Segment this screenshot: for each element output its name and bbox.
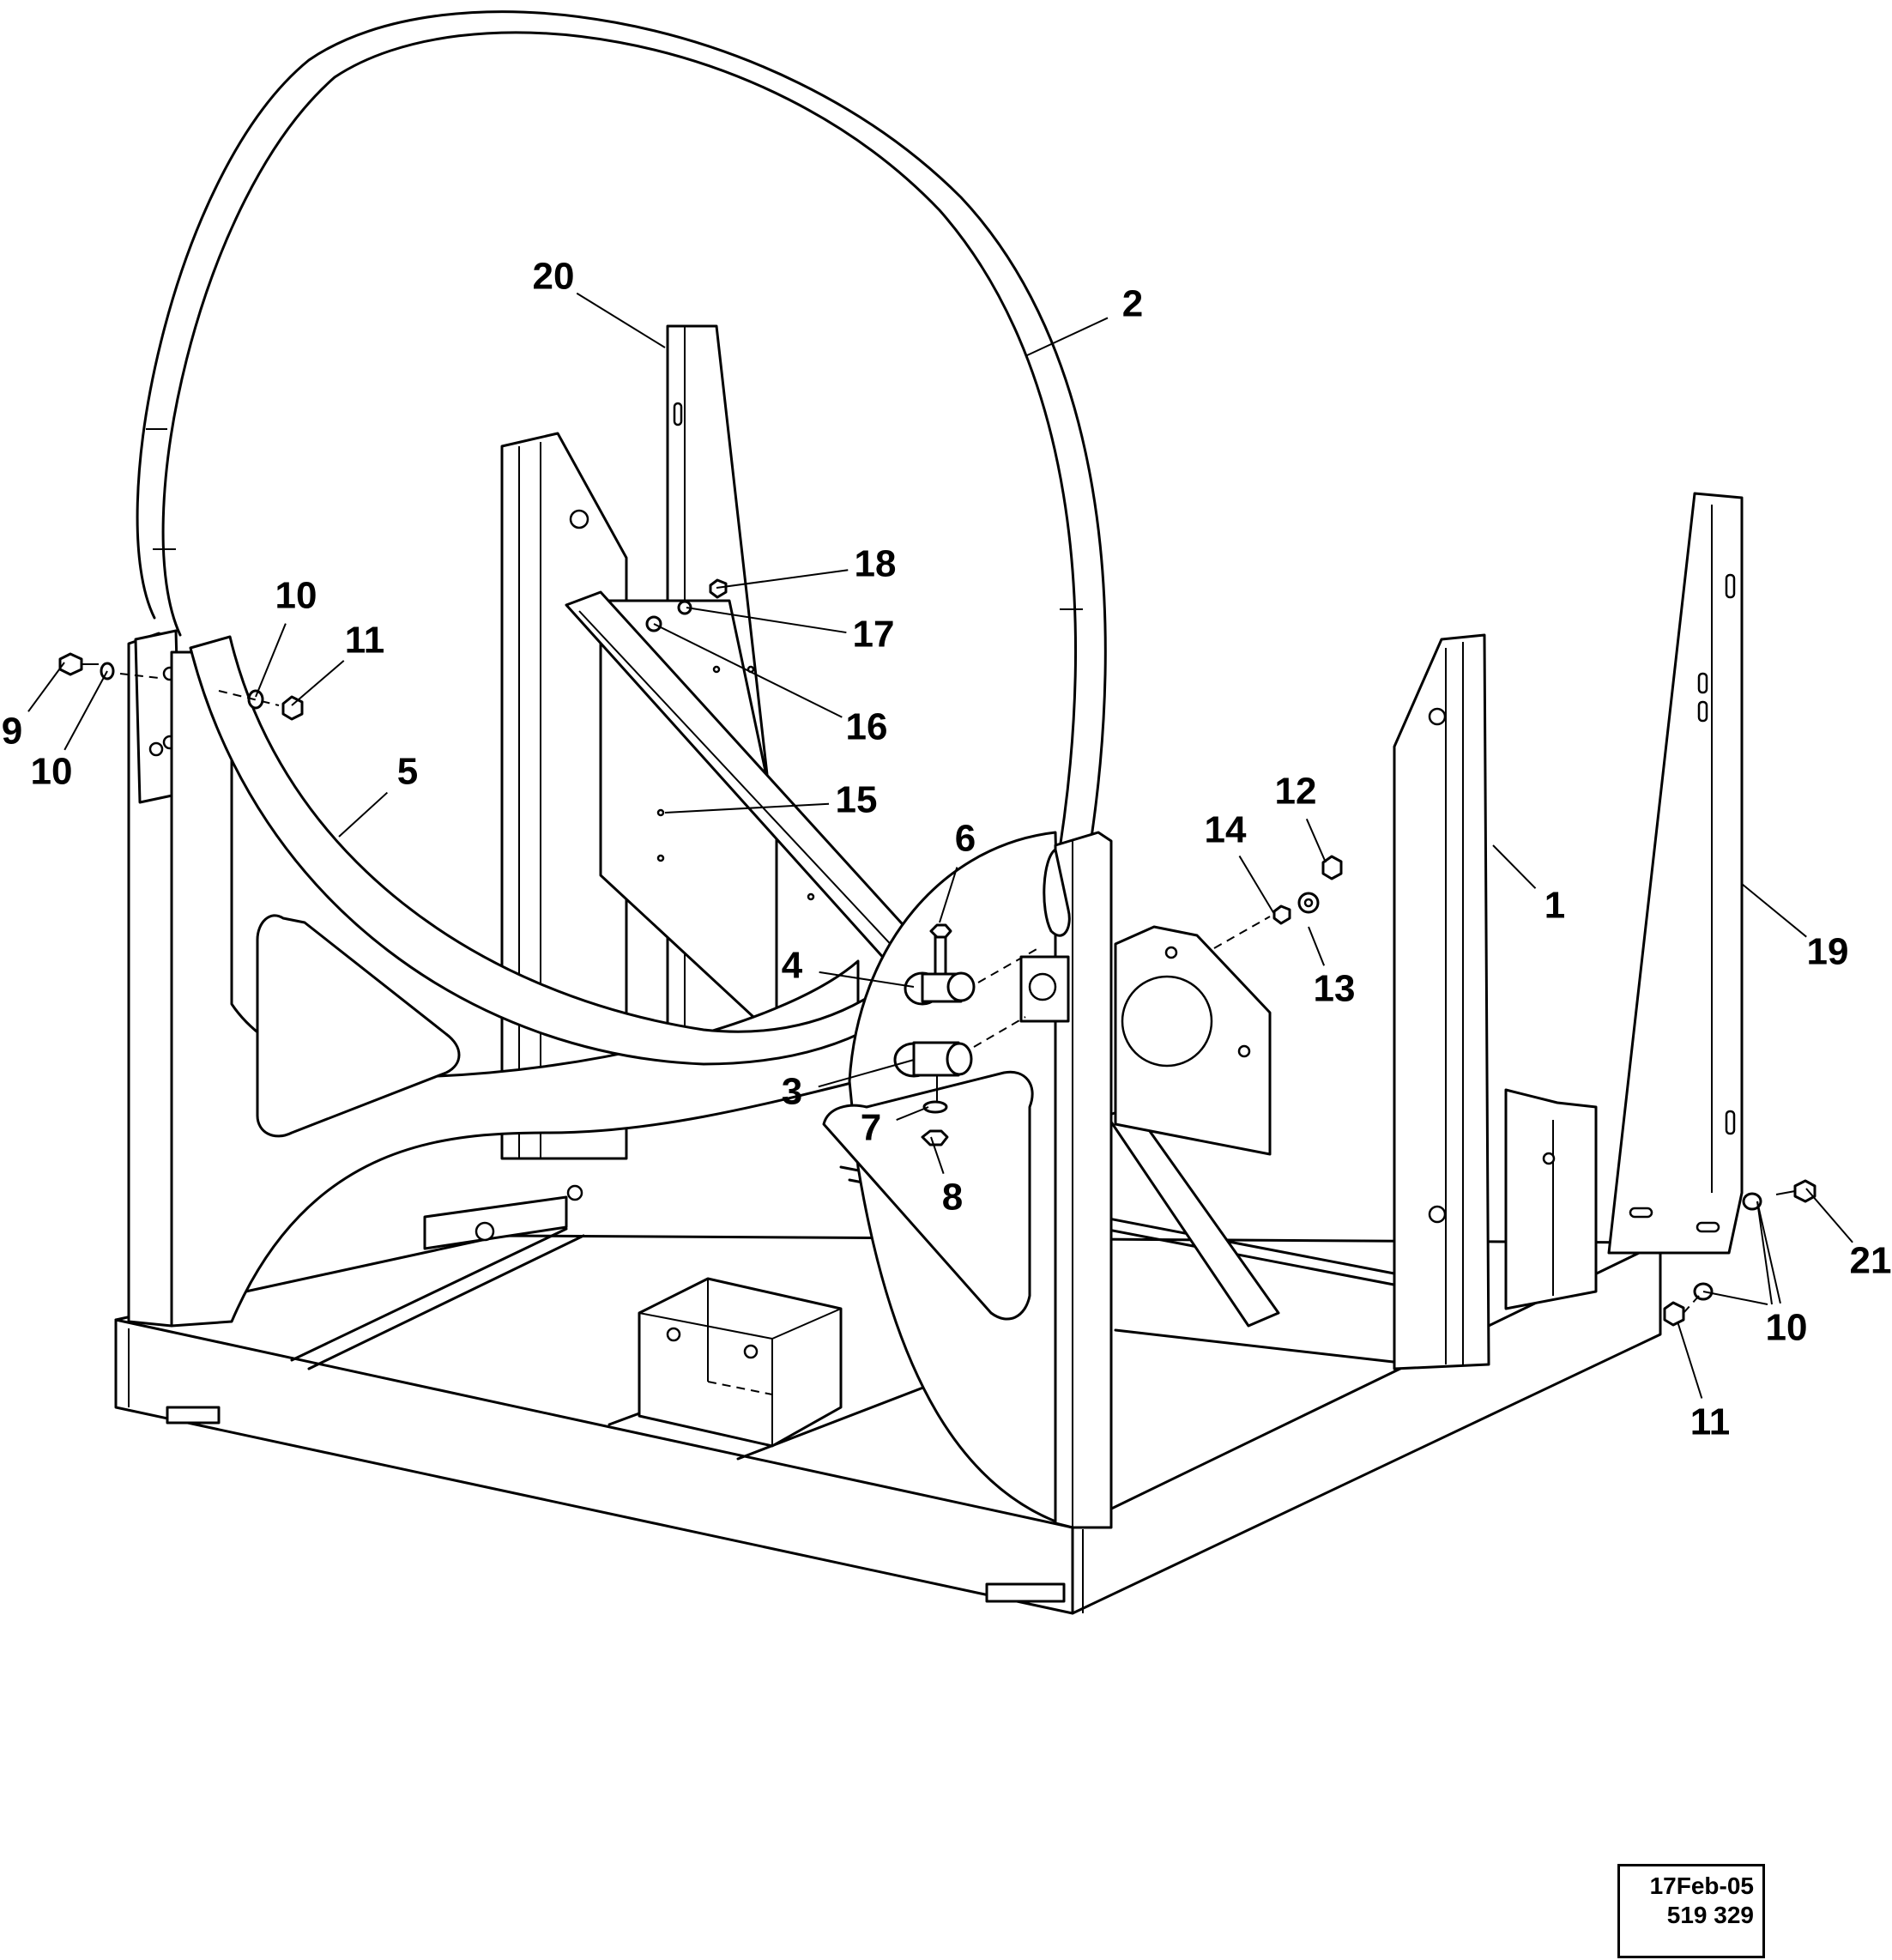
callout-c18: 18 (855, 543, 897, 585)
leader-c14 (1238, 855, 1275, 915)
leader-c20 (576, 292, 666, 348)
left-upright-arc (127, 629, 980, 1328)
rear-frame (500, 324, 1280, 1328)
callout-c2: 2 (1122, 283, 1143, 325)
leader-c11b (1677, 1321, 1703, 1399)
leader-c12 (1305, 818, 1327, 863)
leader-c10b (63, 670, 108, 751)
leader-c13 (1308, 926, 1326, 966)
callout-c7: 7 (861, 1107, 881, 1149)
front-right-upright (822, 831, 1113, 1529)
callout-c1: 1 (1544, 885, 1565, 927)
leader-c1 (1492, 844, 1537, 889)
callout-c13: 13 (1314, 968, 1356, 1010)
leader-c3 (818, 1059, 915, 1088)
callout-c17: 17 (853, 614, 895, 656)
callout-c11a: 11 (345, 620, 385, 662)
leader-c2 (1025, 317, 1109, 357)
callout-c14: 14 (1205, 809, 1247, 851)
callout-c20: 20 (533, 256, 575, 298)
leader-c10c (1756, 1201, 1781, 1304)
right-uprights (1393, 492, 1744, 1370)
callout-c8: 8 (942, 1177, 963, 1219)
leader-c18 (716, 569, 849, 589)
leader-c9 (27, 662, 65, 712)
callout-c4: 4 (782, 945, 803, 987)
callout-c6: 6 (955, 818, 976, 860)
leader-c7 (896, 1106, 929, 1121)
leader-c21 (1805, 1188, 1853, 1243)
callout-c3: 3 (782, 1071, 802, 1113)
leader-c10a (255, 623, 287, 698)
stamp-date: 17Feb-05 (1649, 1872, 1754, 1899)
callout-c9: 9 (2, 711, 22, 753)
callout-c10c: 10 (1766, 1307, 1808, 1349)
leader-c16 (653, 623, 843, 718)
hub-plate (1114, 925, 1272, 1156)
callout-c10a: 10 (275, 575, 317, 617)
drawing-stamp: 17Feb-05 519 329 (1617, 1864, 1765, 1958)
leader-c8 (930, 1136, 945, 1175)
leader-c6 (939, 867, 958, 923)
leader-c5 (338, 791, 389, 838)
callout-c15: 15 (836, 779, 878, 821)
leader-c19 (1741, 883, 1807, 938)
callout-c10b: 10 (31, 751, 73, 793)
callout-c16: 16 (846, 706, 888, 748)
leader-c4 (819, 971, 915, 988)
callout-leaders (27, 292, 1853, 1399)
hoop-ring (136, 10, 1107, 877)
leader-c11a (291, 660, 345, 706)
callout-c19: 19 (1807, 931, 1849, 973)
callout-c21: 21 (1850, 1240, 1892, 1282)
callout-c5: 5 (397, 751, 418, 793)
hardware (58, 578, 1816, 1327)
leader-c17 (686, 607, 847, 634)
callout-c11b: 11 (1690, 1401, 1731, 1443)
stamp-number: 519 329 (1666, 1902, 1754, 1928)
leader-c15 (664, 802, 830, 814)
callout-c12: 12 (1275, 771, 1317, 813)
